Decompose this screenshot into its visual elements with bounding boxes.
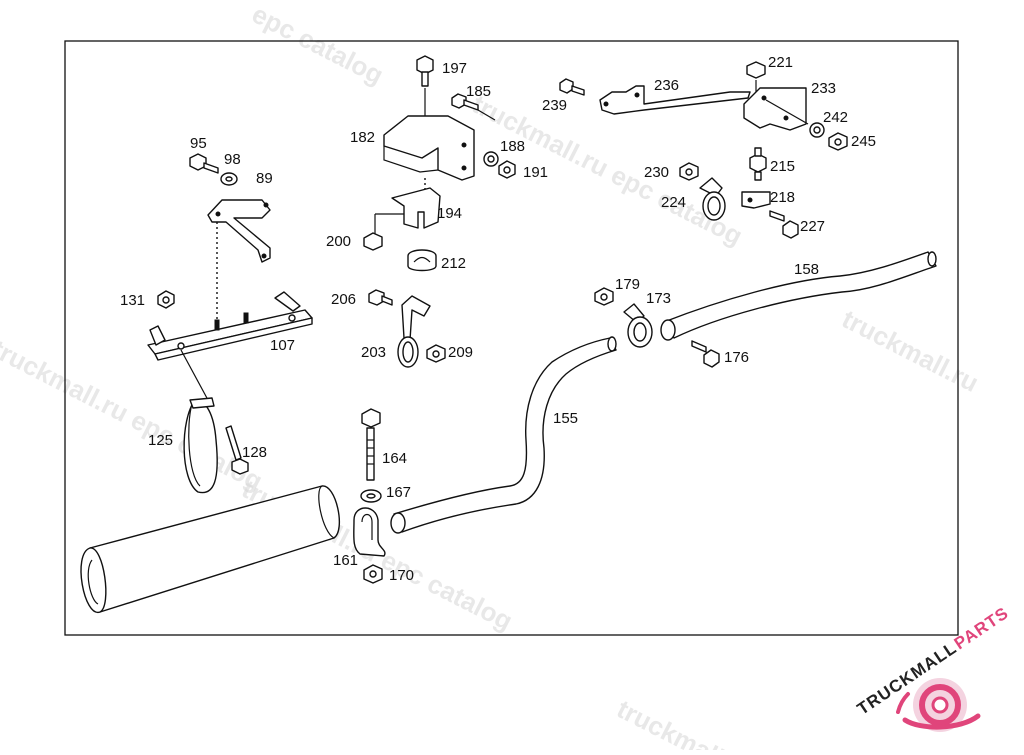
clamp-224 (699, 177, 726, 221)
part-number-label[interactable]: 203 (361, 344, 386, 361)
leader-line (477, 109, 496, 121)
nut-200 (363, 232, 383, 251)
part-number-label[interactable]: 170 (389, 567, 414, 584)
part-number-label[interactable]: 182 (350, 129, 375, 146)
nut-131 (157, 290, 175, 309)
part-number-label[interactable]: 197 (442, 60, 467, 77)
part-number-label[interactable]: 158 (794, 261, 819, 278)
bolt-164 (361, 408, 381, 481)
part-number-label[interactable]: 164 (382, 450, 407, 467)
nut-230 (679, 162, 699, 181)
bracket-218 (741, 191, 771, 209)
part-number-label[interactable]: 89 (256, 170, 273, 187)
bolt-206 (368, 289, 393, 306)
part-number-label[interactable]: 98 (224, 151, 241, 168)
pipe-158 (660, 251, 937, 341)
diagram-frame (64, 40, 959, 636)
part-number-label[interactable]: 221 (768, 54, 793, 71)
watermark-text: truckmall.ru (612, 694, 758, 750)
part-number-label[interactable]: 194 (437, 205, 462, 222)
part-number-label[interactable]: 125 (148, 432, 173, 449)
rubber-mount-212 (407, 249, 437, 272)
part-number-label[interactable]: 176 (724, 349, 749, 366)
nut-245 (828, 132, 848, 151)
bolt-239 (559, 78, 585, 96)
part-number-label[interactable]: 173 (646, 290, 671, 307)
part-number-label[interactable]: 161 (333, 552, 358, 569)
part-number-label[interactable]: 215 (770, 158, 795, 175)
part-number-label[interactable]: 242 (823, 109, 848, 126)
part-labels: 197 185 182 188 191 194 200 212 206 203 … (120, 54, 876, 584)
bracket-233 (743, 87, 809, 131)
logo-brand-accent: PARTS (951, 603, 1012, 653)
part-number-label[interactable]: 185 (466, 83, 491, 100)
bolt-128 (225, 425, 249, 475)
watermark-text: epc catalog (247, 0, 388, 90)
bracket-194 (374, 187, 441, 236)
part-number-label[interactable]: 167 (386, 484, 411, 501)
bolt-185 (451, 93, 479, 111)
bracket-236 (599, 85, 751, 115)
muffler (80, 485, 341, 613)
watermark-text: truckmall.ru epc catalog (0, 334, 267, 497)
bolt-176 (691, 340, 720, 368)
part-number-label[interactable]: 230 (644, 164, 669, 181)
washer-167 (360, 489, 382, 503)
nut-209 (426, 344, 446, 363)
washer-188 (483, 151, 499, 167)
nut-179 (594, 287, 614, 306)
bolt-221 (746, 61, 766, 96)
part-number-label[interactable]: 218 (770, 189, 795, 206)
part-number-label[interactable]: 209 (448, 344, 473, 361)
bracket-182 (383, 115, 475, 181)
part-number-label[interactable]: 200 (326, 233, 351, 250)
part-number-label[interactable]: 236 (654, 77, 679, 94)
part-number-label[interactable]: 155 (553, 410, 578, 427)
part-number-label[interactable]: 131 (120, 292, 145, 309)
bolt-95 (189, 153, 219, 174)
rail-107 (147, 291, 313, 361)
nut-191 (498, 160, 516, 179)
part-number-label[interactable]: 206 (331, 291, 356, 308)
pipe-155 (390, 336, 617, 534)
clamp-203 (397, 295, 431, 368)
truckmall-parts-logo: TRUCKMALL PARTS (854, 603, 1012, 732)
part-number-label[interactable]: 191 (523, 164, 548, 181)
watermark-text: truckmall.ru (837, 304, 983, 398)
leader-line (180, 349, 209, 401)
part-number-label[interactable]: 179 (615, 276, 640, 293)
part-number-label[interactable]: 227 (800, 218, 825, 235)
clamp-173 (623, 303, 653, 348)
part-number-label[interactable]: 224 (661, 194, 686, 211)
bolt-197 (416, 55, 434, 87)
washer-242 (809, 122, 825, 138)
part-number-label[interactable]: 128 (242, 444, 267, 461)
washer-98 (220, 172, 238, 186)
part-number-label[interactable]: 107 (270, 337, 295, 354)
bracket-89-assembly (207, 199, 271, 263)
part-number-label[interactable]: 188 (500, 138, 525, 155)
stud-215 (749, 147, 767, 181)
bolt-227 (769, 210, 799, 239)
part-number-label[interactable]: 212 (441, 255, 466, 272)
clamp-161 (353, 507, 386, 557)
nut-170 (363, 564, 383, 584)
part-number-label[interactable]: 245 (851, 133, 876, 150)
part-number-label[interactable]: 239 (542, 97, 567, 114)
clamp-125 (183, 397, 218, 494)
part-number-label[interactable]: 233 (811, 80, 836, 97)
part-number-label[interactable]: 95 (190, 135, 207, 152)
